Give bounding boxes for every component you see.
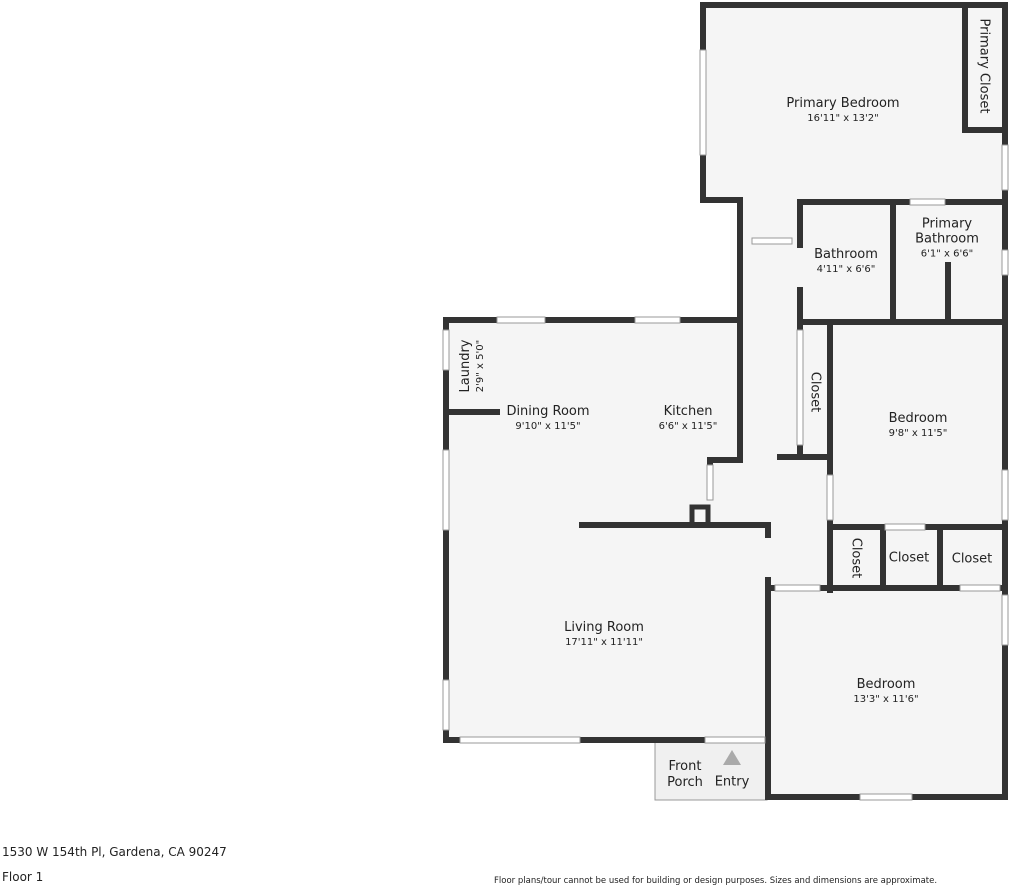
room-dining-room: Dining Room 9'10" x 11'5" xyxy=(506,404,589,432)
room-name: Laundry xyxy=(458,339,473,393)
room-dims: 17'11" x 11'11" xyxy=(565,637,643,648)
room-name: Porch xyxy=(667,775,703,790)
room-name: Closet xyxy=(951,551,993,567)
room-dims: 6'1" x 6'6" xyxy=(920,248,974,260)
room-name: Closet xyxy=(848,537,864,579)
room-name: Primary Bedroom xyxy=(786,96,900,111)
room-name: Entry xyxy=(714,774,750,790)
room-kitchen: Kitchen 6'6" x 11'5" xyxy=(659,404,718,432)
room-hall-closet: Closet xyxy=(808,372,823,413)
room-living-room: Living Room 17'11" x 11'11" xyxy=(564,620,644,648)
room-dims: 16'11" x 13'2" xyxy=(807,113,879,124)
room-bedroom-2: Bedroom 13'3" x 11'6" xyxy=(853,677,918,705)
room-bathroom: Bathroom 4'11" x 6'6" xyxy=(814,247,878,275)
floor-label: Floor 1 xyxy=(2,870,44,884)
room-name: Dining Room xyxy=(506,404,590,419)
room-name: Primary xyxy=(921,216,973,232)
room-name: Kitchen xyxy=(663,404,713,419)
room-primary-bedroom: Primary Bedroom 16'11" x 13'2" xyxy=(786,96,899,124)
room-closet-c: Closet xyxy=(952,552,993,567)
room-name: Bathroom xyxy=(814,247,878,262)
disclaimer: Floor plans/tour cannot be used for buil… xyxy=(494,876,938,886)
room-dims: 6'6" x 11'5" xyxy=(658,421,718,432)
room-bedroom-1: Bedroom 9'8" x 11'5" xyxy=(889,411,948,439)
room-dims: 9'10" x 11'5" xyxy=(515,421,581,432)
room-dims: 4'11" x 6'6" xyxy=(816,264,876,275)
room-dims: 9'8" x 11'5" xyxy=(888,428,948,439)
room-dims: 2'9" x 5'0" xyxy=(475,339,486,393)
room-name: Closet xyxy=(807,371,823,413)
room-closet-b: Closet xyxy=(889,551,930,566)
room-entry: Entry xyxy=(715,775,750,790)
address: 1530 W 154th Pl, Gardena, CA 90247 xyxy=(2,845,227,859)
room-name: Bedroom xyxy=(856,677,916,692)
room-primary-closet: Primary Closet xyxy=(977,19,992,114)
windows xyxy=(442,49,1009,801)
room-name: Bedroom xyxy=(888,411,948,426)
room-name: Primary Closet xyxy=(976,18,992,114)
entry-arrow-icon xyxy=(723,750,741,765)
room-dims: 13'3" x 11'6" xyxy=(853,694,919,705)
room-name: Living Room xyxy=(564,620,644,635)
room-name: Bathroom xyxy=(915,231,979,247)
room-closet-a: Closet xyxy=(849,538,864,579)
room-name: Front xyxy=(668,759,702,774)
floor-fill xyxy=(446,5,1005,801)
room-name: Closet xyxy=(888,550,930,566)
